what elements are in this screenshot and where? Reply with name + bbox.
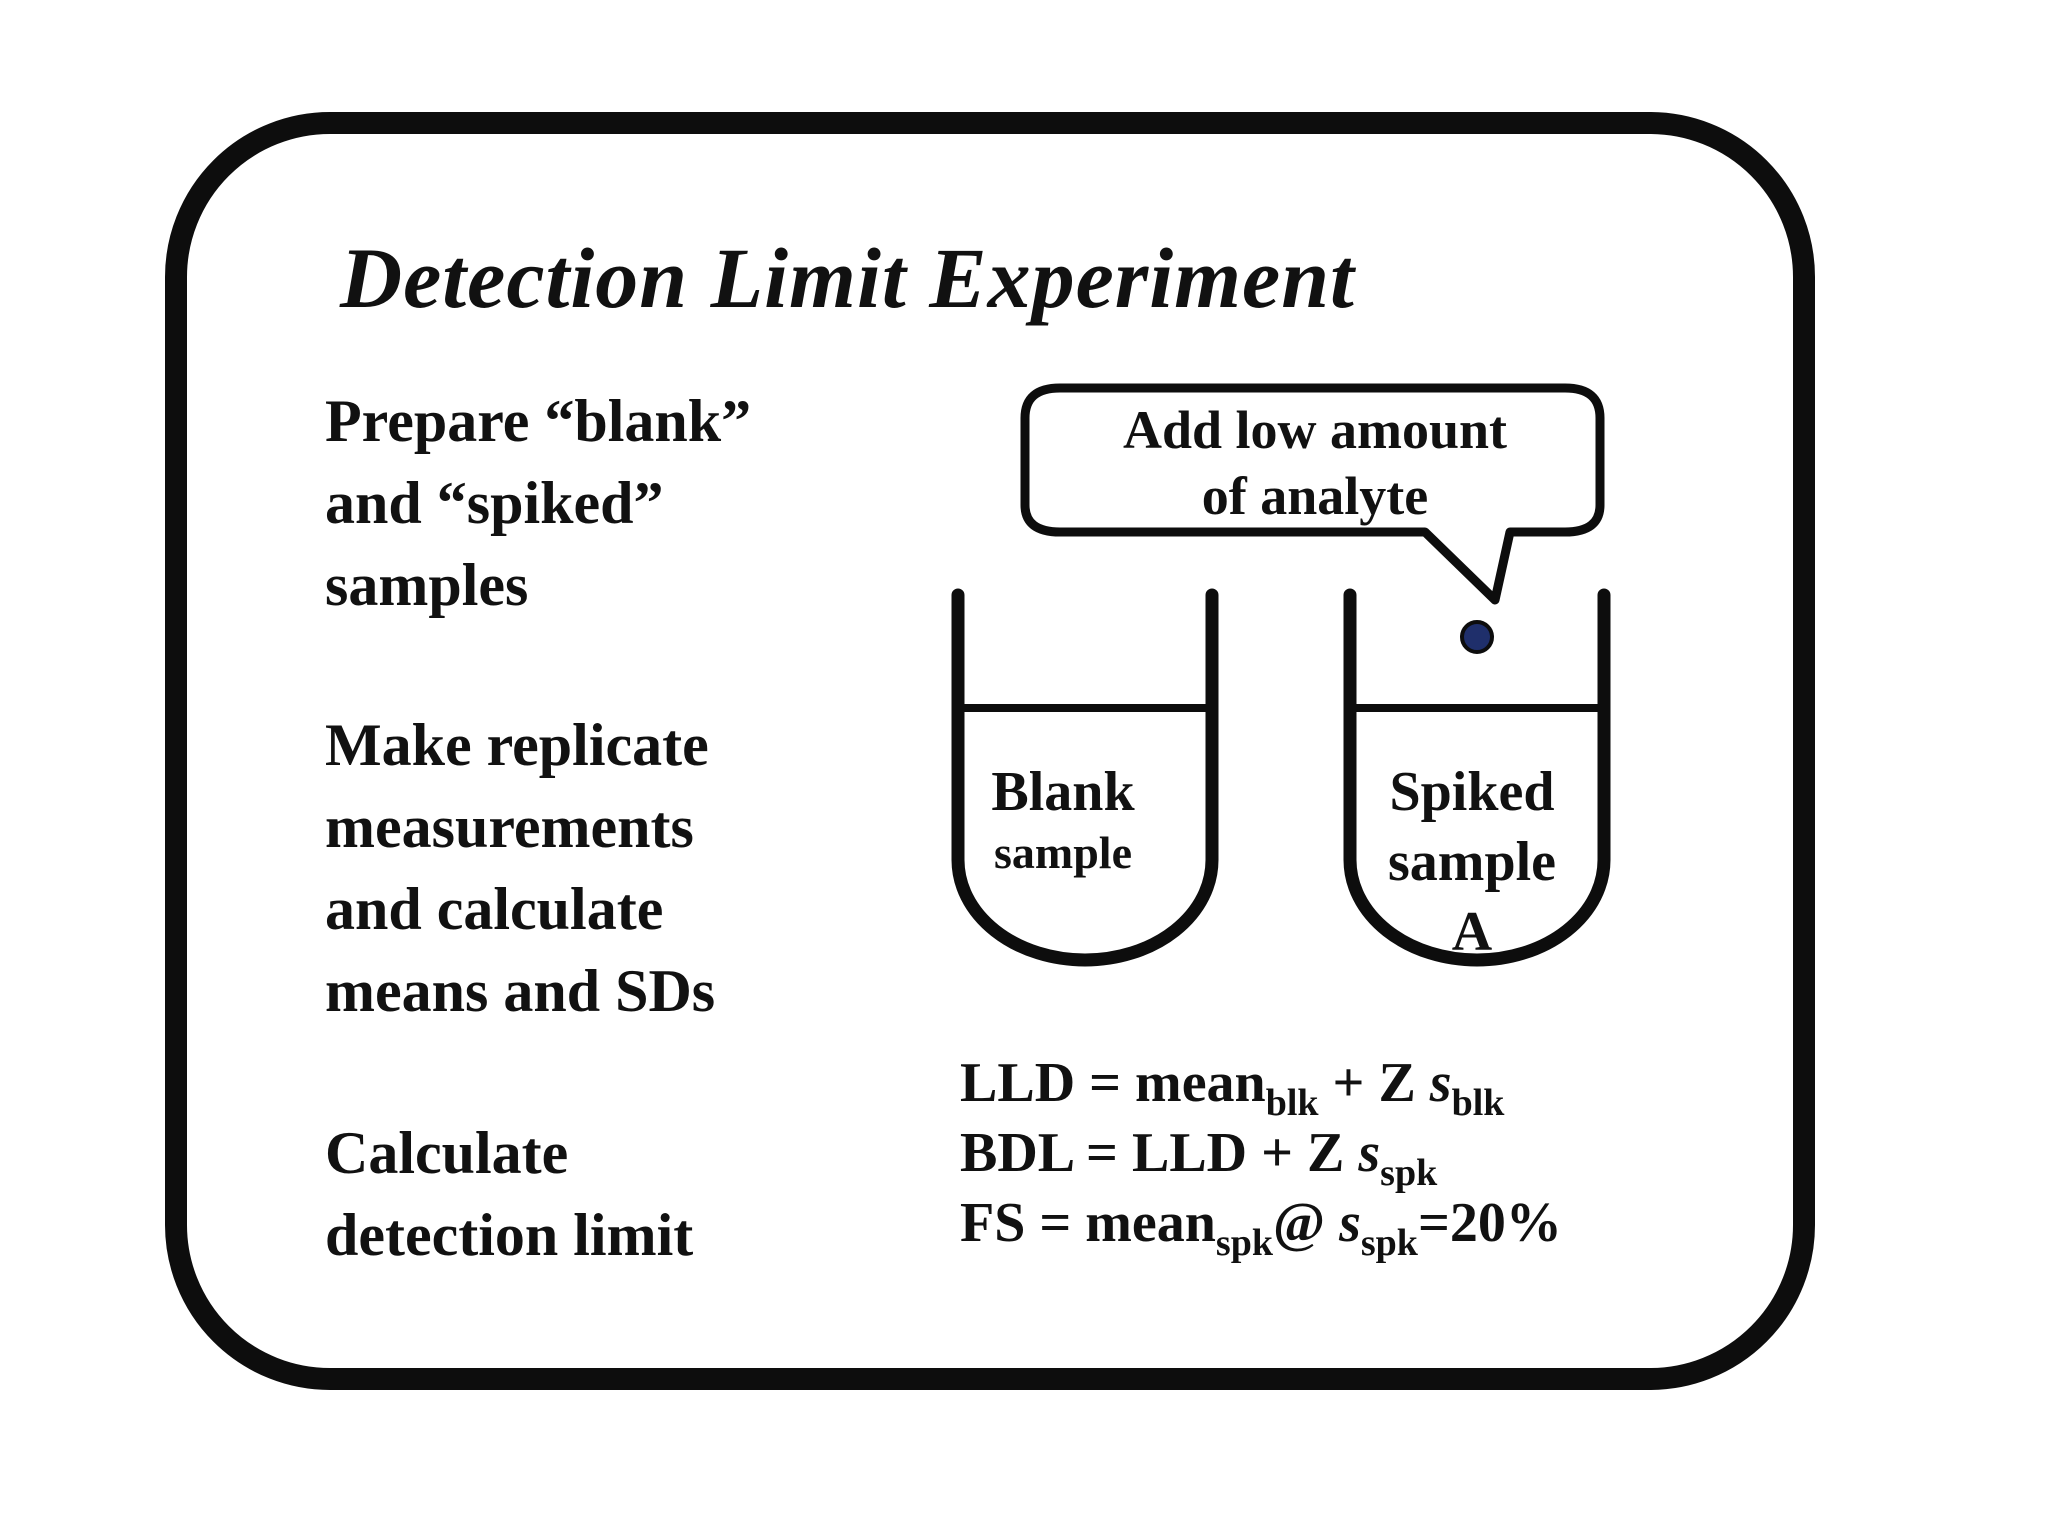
formula-bdl: BDL = LLD + Z sspk xyxy=(960,1118,1562,1192)
diagram-title: Detection Limit Experiment xyxy=(340,230,1355,326)
step-text-line: and “spiked” xyxy=(325,470,664,536)
formula-subscript: spk xyxy=(1360,1222,1418,1264)
rounded-frame xyxy=(165,112,1815,1390)
step-text-line: and calculate xyxy=(325,876,664,942)
formula-subscript: blk xyxy=(1265,1082,1319,1124)
step-text-line: detection limit xyxy=(325,1202,694,1268)
formula-text: FS = mean xyxy=(960,1192,1216,1254)
step-replicate-measurements: Make replicate measurements and calculat… xyxy=(325,704,715,1032)
formula-symbol: s xyxy=(1429,1052,1452,1114)
step-text-line: Make replicate xyxy=(325,712,709,778)
formula-subscript: blk xyxy=(1451,1082,1505,1124)
formula-text: + Z xyxy=(1318,1052,1430,1114)
step-text-line: samples xyxy=(325,552,529,618)
formula-lld: LLD = meanblk + Z sblk xyxy=(960,1048,1562,1122)
formula-fs: FS = meanspk@ sspk=20% xyxy=(960,1188,1562,1262)
step-text-line: Prepare “blank” xyxy=(325,388,752,454)
formula-symbol: s xyxy=(1358,1122,1381,1184)
formula-symbol: s xyxy=(1339,1192,1361,1254)
formula-text: BDL = LLD + Z xyxy=(960,1122,1359,1184)
formula-subscript: spk xyxy=(1215,1222,1273,1264)
formula-block: LLD = meanblk + Z sblk BDL = LLD + Z ssp… xyxy=(960,1048,1562,1262)
step-text-line: Calculate xyxy=(325,1120,569,1186)
formula-subscript: spk xyxy=(1380,1152,1438,1194)
step-text-line: means and SDs xyxy=(325,958,716,1024)
step-calculate-detection-limit: Calculate detection limit xyxy=(325,1112,693,1276)
formula-text: =20% xyxy=(1417,1192,1562,1254)
step-text-line: measurements xyxy=(325,794,694,860)
formula-text: LLD = mean xyxy=(960,1052,1266,1114)
step-prepare-samples: Prepare “blank” and “spiked” samples xyxy=(325,380,751,626)
formula-text: @ xyxy=(1272,1192,1340,1254)
